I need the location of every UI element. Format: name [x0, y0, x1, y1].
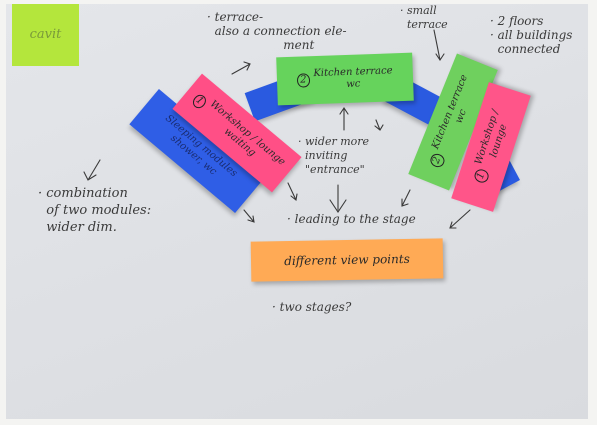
annotation-small-terrace: · small terrace [400, 4, 448, 31]
green-center-label: Kitchen terrace wc [313, 65, 393, 90]
annotation-leading-stage: · leading to the stage [287, 212, 416, 226]
annotation-wider-more: · wider more inviting "entrance" [298, 135, 370, 176]
green-block-kitchen-center: 2 Kitchen terrace wc [276, 52, 414, 106]
annotation-terrace: · terrace- also a connection ele- ment [207, 10, 347, 52]
annotation-floors: · 2 floors · all buildings connected [490, 14, 573, 56]
pink-right-label: Workshop / lounge [473, 108, 510, 167]
annotation-two-stages: · two stages? [272, 300, 352, 314]
corner-note-text: cavit [29, 27, 62, 42]
pink-right-number: 1 [473, 167, 491, 185]
annotation-combination: · combination of two modules: wider dim. [38, 186, 152, 235]
orange-label: different view points [284, 251, 410, 269]
orange-block-stage: different view points [250, 238, 444, 282]
green-right-number: 2 [428, 152, 447, 169]
green-center-number: 2 [296, 73, 310, 88]
corner-sticky-note: cavit [12, 4, 79, 66]
